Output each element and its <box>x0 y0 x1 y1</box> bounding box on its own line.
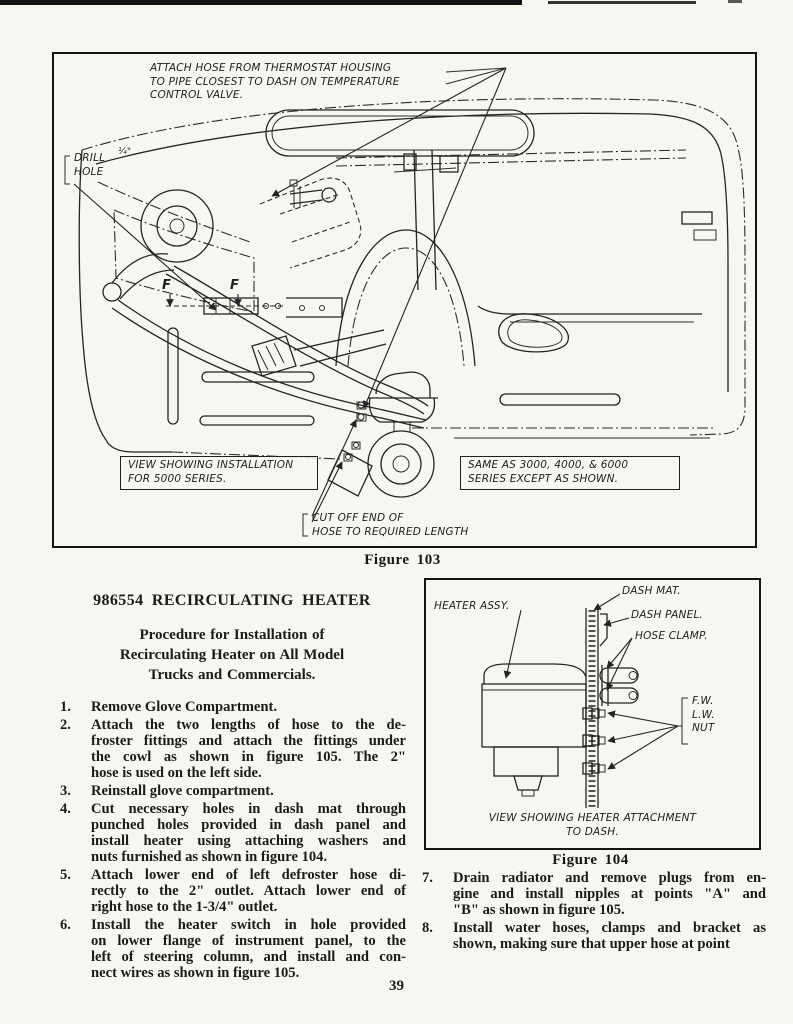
step-8-number: 8. <box>422 920 433 936</box>
firewall-and-blower <box>97 177 362 313</box>
step-5-text: Attach lower end of left defroster hose … <box>91 867 406 915</box>
step-2-number: 2. <box>60 717 71 733</box>
step-2-text: Attach the two lengths of hose to the de… <box>91 717 406 781</box>
scan-artifact-top-left <box>0 0 522 5</box>
step-1-text: Remove Glove Compartment. <box>91 699 278 715</box>
leader-lines <box>503 593 688 770</box>
annotation-drill-hole: DRILL HOLE <box>74 152 106 178</box>
right-column: 7. Drain radiator and remove plugs from … <box>420 870 766 954</box>
rear-window <box>265 109 535 157</box>
steps-7-8: 7. Drain radiator and remove plugs from … <box>420 870 766 952</box>
step-3-text: Reinstall glove compartment. <box>91 783 274 799</box>
heater-hoses <box>599 665 639 706</box>
section-mark-f-right: F <box>230 278 240 293</box>
figure-103-drawing <box>64 67 746 537</box>
label-dash-panel: DASH PANEL. <box>631 609 704 621</box>
figure-104-drawing <box>481 593 688 808</box>
section-mark-f-left: F <box>162 278 172 293</box>
floor-details <box>167 305 714 439</box>
figure-104-panel: HEATER ASSY. DASH MAT. DASH PANEL. HOSE … <box>424 578 761 850</box>
left-column: 986554 RECIRCULATING HEATER Procedure fo… <box>58 592 406 983</box>
label-heater-assy: HEATER ASSY. <box>434 600 510 612</box>
step-6: 6. Install the heater switch in hole pro… <box>58 917 406 981</box>
section-heading: 986554 RECIRCULATING HEATER <box>93 592 371 609</box>
step-1-number: 1. <box>60 699 71 715</box>
mounting-studs <box>582 707 606 775</box>
annotation-attach-hose: ATTACH HOSE FROM THERMOSTAT HOUSING TO P… <box>150 62 400 102</box>
thermostat-pipe-stub <box>289 179 337 208</box>
figure-104-caption: Figure 104 <box>552 852 629 868</box>
step-6-text: Install the heater switch in hole provid… <box>91 917 406 981</box>
cab-outline <box>78 98 746 460</box>
figure-103-panel: ATTACH HOSE FROM THERMOSTAT HOUSING TO P… <box>52 52 757 548</box>
scan-artifact-top-corner <box>728 0 742 3</box>
label-hose-clamp: HOSE CLAMP. <box>635 630 708 642</box>
step-4: 4. Cut necessary holes in dash mat throu… <box>58 801 406 865</box>
step-8: 8. Install water hoses, clamps and brack… <box>420 920 766 952</box>
label-dash-mat: DASH MAT. <box>622 585 681 597</box>
leader-lines <box>64 67 507 537</box>
scan-artifact-top-right <box>548 1 696 4</box>
annotation-drill-size: ¼" <box>118 147 132 157</box>
callout-same-as-series: SAME AS 3000, 4000, & 6000 SERIES EXCEPT… <box>460 456 680 491</box>
temperature-control-valve <box>327 371 438 498</box>
steps-1-6: 1. Remove Glove Compartment. 2. Attach t… <box>58 699 406 981</box>
procedure-intro: Procedure for Installation of Recirculat… <box>119 627 345 683</box>
figure-103-caption: Figure 103 <box>364 552 441 568</box>
step-3: 3. Reinstall glove compartment. <box>58 783 406 799</box>
right-side-hardware <box>681 211 717 241</box>
drilled-hole-and-hoses <box>102 253 429 429</box>
step-3-number: 3. <box>60 783 71 799</box>
kick-vent <box>498 313 570 353</box>
step-7: 7. Drain radiator and remove plugs from … <box>420 870 766 918</box>
figure-104-view-caption: VIEW SHOWING HEATER ATTACHMENT TO DASH. <box>488 812 697 838</box>
step-8-text: Install water hoses, clamps and bracket … <box>453 920 766 952</box>
step-5-number: 5. <box>60 867 71 883</box>
f-f-section <box>166 294 343 318</box>
annotation-cut-off-hose: CUT OFF END OF HOSE TO REQUIRED LENGTH <box>312 512 469 538</box>
step-6-number: 6. <box>60 917 71 933</box>
transmission-hump-and-column <box>335 149 687 367</box>
step-1: 1. Remove Glove Compartment. <box>58 699 406 715</box>
label-fw-lw-nut: F.W. L.W. NUT <box>692 695 715 735</box>
callout-view-5000-series: VIEW SHOWING INSTALLATION FOR 5000 SERIE… <box>120 456 318 491</box>
heater-assembly <box>481 663 587 797</box>
page-number: 39 <box>389 978 404 994</box>
step-4-number: 4. <box>60 801 71 817</box>
step-7-text: Drain radiator and remove plugs from en-… <box>453 870 766 918</box>
step-5: 5. Attach lower end of left defroster ho… <box>58 867 406 915</box>
step-2: 2. Attach the two lengths of hose to the… <box>58 717 406 781</box>
step-7-number: 7. <box>422 870 433 886</box>
